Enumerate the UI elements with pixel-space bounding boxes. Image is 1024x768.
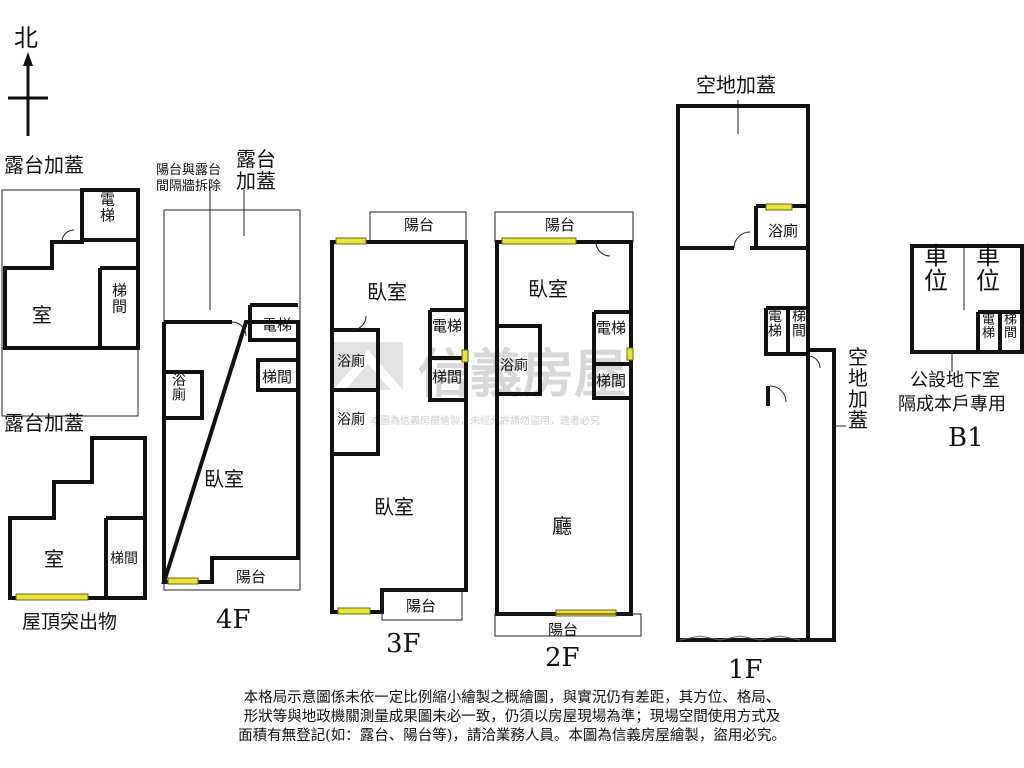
b1-floor-label: B1: [948, 423, 984, 453]
3f-balcony-bottom-label: 陽台: [406, 597, 436, 615]
4f-balcony-label: 陽台: [236, 568, 266, 586]
rooftop-plan: 露台加蓋 室 電梯 梯間 露台加蓋 室 梯間 屋頂突出物: [1, 153, 147, 633]
roof-room-label: 室: [44, 547, 64, 571]
4f-terrace-label: 露台加蓋: [236, 147, 276, 193]
compass-north-label: 北: [14, 24, 38, 52]
1f-bath-label: 浴廁: [768, 222, 798, 240]
2f-elevator-label: 電梯: [596, 319, 626, 337]
2f-bedroom-label: 臥室: [528, 277, 568, 301]
floor-4f-plan: 陽台與露台間隔牆拆除 露台加蓋 電梯 梯間 浴廁 臥室 陽台 4F: [156, 147, 301, 635]
4f-bedroom-label: 臥室: [204, 467, 244, 491]
north-arrow-icon: [23, 52, 33, 66]
floor-1f-plan: 空地加蓋 浴廁 電梯 梯間 空地加蓋 1F: [676, 73, 868, 685]
disclaimer: 本格局示意圖係未依一定比例縮小繪製之概繪圖，與實況仍有差距，其方位、格局、 形狀…: [150, 689, 874, 746]
2f-floor-label: 2F: [545, 643, 580, 673]
watermark: 信義房屋 本圖為信義房屋繪製，未經允許請勿盜用，違者必究: [333, 342, 626, 427]
1f-stairs-label: 梯間: [792, 309, 806, 340]
3f-bedroom-top-label: 臥室: [367, 280, 407, 304]
watermark-logo-icon: [333, 342, 403, 390]
b1-spot2-label: 車位: [976, 242, 1000, 295]
rooftop-caption: 屋頂突出物: [22, 611, 117, 633]
rooftop-bottom-terrace-label: 露台加蓋: [4, 411, 84, 435]
roof-stairs-label: 梯間: [110, 551, 138, 567]
floor-2f-plan: 陽台 臥室 電梯 浴廁 梯間 廳 陽台 2F: [494, 211, 642, 673]
1f-addition-side-label: 空地加蓋: [848, 345, 868, 432]
3f-balcony-top-label: 陽台: [404, 216, 434, 234]
3f-bath2-label: 浴廁: [337, 411, 365, 428]
rooftop-room-label: 室: [32, 303, 52, 327]
4f-note-label: 陽台與露台間隔牆拆除: [156, 163, 221, 194]
4f-floor-label: 4F: [216, 605, 251, 635]
rooftop-stairs-label: 梯間: [112, 282, 127, 316]
b1-spot1-label: 車位: [924, 242, 948, 295]
3f-elevator-label: 電梯: [432, 317, 462, 335]
4f-bath-label: 浴廁: [172, 373, 186, 404]
3f-floor-label: 3F: [386, 629, 421, 659]
4f-stairs-label: 梯間: [262, 368, 292, 386]
basement-plan: 車位 車位 電梯 梯間 公設地下室 隔成本戶專用 B1: [898, 242, 1024, 453]
3f-bath1-label: 浴廁: [337, 353, 365, 370]
2f-bath-label: 浴廁: [500, 357, 528, 374]
disclaimer-line-3: 面積有無登記(如：露台、陽台等)，請洽業務人員。本圖為信義房屋繪製，盜用必究。: [238, 728, 786, 744]
2f-balcony-bottom-label: 陽台: [548, 621, 578, 639]
disclaimer-line-1: 本格局示意圖係未依一定比例縮小繪製之概繪圖，與實況仍有差距，其方位、格局、: [243, 690, 781, 706]
2f-stairs-label: 梯間: [596, 372, 626, 390]
1f-elevator-label: 電梯: [768, 309, 782, 340]
3f-stairs-label: 梯間: [432, 368, 462, 386]
disclaimer-line-2: 形狀等與地政機關測量成果圖未必一致，仍須以房屋現場為準；現場空間使用方式及: [243, 709, 781, 725]
b1-stairs-label: 梯間: [1004, 313, 1017, 342]
4f-elevator-label: 電梯: [262, 316, 292, 334]
2f-balcony-top-label: 陽台: [545, 216, 575, 234]
1f-floor-label: 1F: [728, 655, 763, 685]
1f-addition-top-label: 空地加蓋: [696, 73, 776, 97]
3f-bedroom-bottom-label: 臥室: [374, 495, 414, 519]
floor-3f-plan: 陽台 臥室 電梯 浴廁 梯間 浴廁 臥室 陽台 3F: [330, 211, 469, 659]
b1-caption-line1: 公設地下室: [910, 370, 1000, 391]
rooftop-top-terrace-label: 露台加蓋: [4, 153, 84, 177]
rooftop-elevator-label: 電梯: [100, 191, 115, 225]
2f-hall-label: 廳: [552, 514, 572, 538]
watermark-notice: 本圖為信義房屋繪製，未經允許請勿盜用，違者必究: [370, 414, 600, 427]
north-compass: 北: [8, 24, 48, 136]
b1-elevator-label: 電梯: [982, 313, 995, 342]
b1-caption-line2: 隔成本戶專用: [898, 394, 1006, 415]
